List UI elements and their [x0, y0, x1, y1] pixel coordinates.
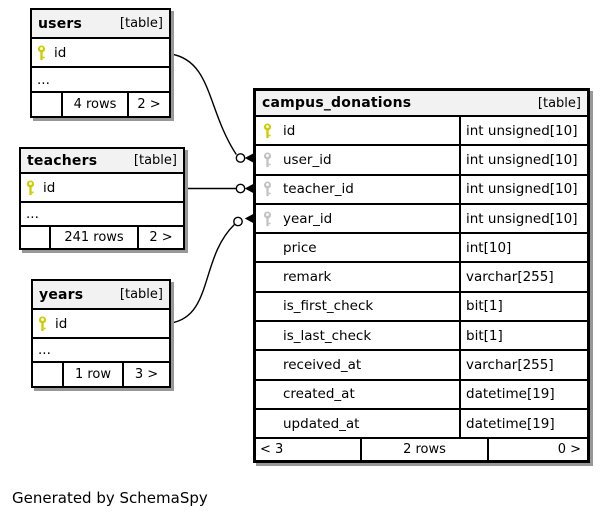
more-columns-ellipsis: ... [21, 203, 183, 227]
column-row-is-last-check: is_last_check bit[1] [256, 322, 587, 352]
column-name: received_at [283, 357, 362, 374]
column-type: datetime[19] [466, 386, 555, 403]
footer-incoming-count: < 3 [260, 442, 284, 458]
edge-years-to-year-id [170, 213, 254, 324]
foreign-key-icon [263, 181, 272, 197]
column-type: bit[1] [466, 327, 503, 344]
table-header[interactable]: years [table] [33, 281, 169, 310]
footer-row-count: 2 rows [360, 439, 487, 460]
footer-relationship-count: 2 > [137, 227, 183, 248]
column-type: int unsigned[10] [466, 122, 578, 139]
table-type-label: [table] [119, 16, 163, 31]
column-type: int[10] [466, 239, 512, 256]
footer-left-cell [32, 93, 61, 116]
table-footer: 1 row 3 > [33, 363, 169, 386]
table-footer: 241 rows 2 > [21, 227, 183, 248]
footer-row-count: 4 rows [61, 93, 127, 116]
column-name: id [43, 179, 56, 196]
column-type: int unsigned[10] [466, 210, 578, 227]
column-row-id: id [32, 39, 169, 68]
footer-outgoing-count: 0 > [487, 439, 587, 460]
column-type: varchar[255] [466, 269, 554, 286]
footer-row-count: 241 rows [49, 227, 137, 248]
footer-left-cell [21, 227, 49, 248]
column-name: id [55, 315, 68, 332]
footer-relationship-count: 3 > [122, 363, 169, 386]
column-row-id: id int unsigned[10] [256, 117, 587, 147]
column-name: is_first_check [283, 298, 374, 315]
column-name: id [54, 44, 67, 61]
column-name: user_id [283, 151, 332, 168]
table-header[interactable]: teachers [table] [21, 149, 183, 174]
table-node-teachers[interactable]: teachers [table] id ... 241 rows 2 > [19, 147, 185, 250]
column-type: datetime[19] [466, 415, 555, 432]
column-name: id [283, 122, 296, 139]
foreign-key-icon [263, 152, 272, 168]
column-row-teacher-id: teacher_id int unsigned[10] [256, 175, 587, 205]
column-type: int unsigned[10] [466, 151, 578, 168]
column-type: varchar[255] [466, 357, 554, 374]
column-row-id: id [21, 174, 183, 203]
table-node-years[interactable]: years [table] id ... 1 row 3 > [31, 279, 171, 388]
footer-left-cell [33, 363, 62, 386]
column-row-id: id [33, 310, 169, 339]
more-columns-ellipsis: ... [33, 339, 169, 363]
table-footer: < 3 2 rows 0 > [256, 439, 587, 460]
edge-teachers-to-teacher-id [185, 183, 254, 194]
column-row-updated-at: updated_at datetime[19] [256, 409, 587, 440]
foreign-key-icon [263, 210, 272, 227]
edge-users-to-user-id [170, 53, 254, 163]
table-type-label: [table] [119, 287, 163, 302]
primary-key-icon [263, 123, 272, 139]
more-columns-ellipsis: ... [32, 68, 169, 93]
column-name: price [283, 239, 317, 256]
column-row-year-id: year_id int unsigned[10] [256, 204, 587, 235]
table-node-users[interactable]: users [table] id ... 4 rows 2 > [30, 8, 171, 118]
column-name: year_id [283, 210, 333, 227]
primary-key-icon [26, 179, 35, 196]
table-type-label: [table] [133, 153, 177, 168]
column-row-is-first-check: is_first_check bit[1] [256, 292, 587, 323]
primary-key-icon [38, 315, 47, 332]
column-row-remark: remark varchar[255] [256, 263, 587, 293]
column-name: remark [283, 269, 332, 286]
column-name: is_last_check [283, 327, 372, 344]
table-header[interactable]: campus_donations [table] [256, 91, 587, 117]
table-name[interactable]: teachers [27, 152, 98, 169]
primary-key-icon [37, 44, 46, 61]
table-type-label: [table] [537, 95, 581, 111]
column-type: bit[1] [466, 298, 503, 315]
column-row-created-at: created_at datetime[19] [256, 380, 587, 410]
table-name[interactable]: campus_donations [262, 95, 412, 111]
table-footer: 4 rows 2 > [32, 93, 169, 116]
generated-by-caption: Generated by SchemaSpy [12, 489, 208, 507]
column-row-received-at: received_at varchar[255] [256, 351, 587, 381]
column-name: teacher_id [283, 181, 354, 198]
table-name[interactable]: users [38, 15, 83, 32]
column-name: updated_at [283, 415, 360, 432]
footer-relationship-count: 2 > [127, 93, 169, 116]
table-node-campus-donations[interactable]: campus_donations [table] id int unsigned… [253, 88, 590, 463]
column-row-user-id: user_id int unsigned[10] [256, 146, 587, 176]
column-row-price: price int[10] [256, 234, 587, 264]
table-name[interactable]: years [39, 286, 84, 303]
footer-row-count: 1 row [62, 363, 122, 386]
column-type: int unsigned[10] [466, 181, 578, 198]
table-header[interactable]: users [table] [32, 10, 169, 39]
column-name: created_at [283, 386, 355, 403]
